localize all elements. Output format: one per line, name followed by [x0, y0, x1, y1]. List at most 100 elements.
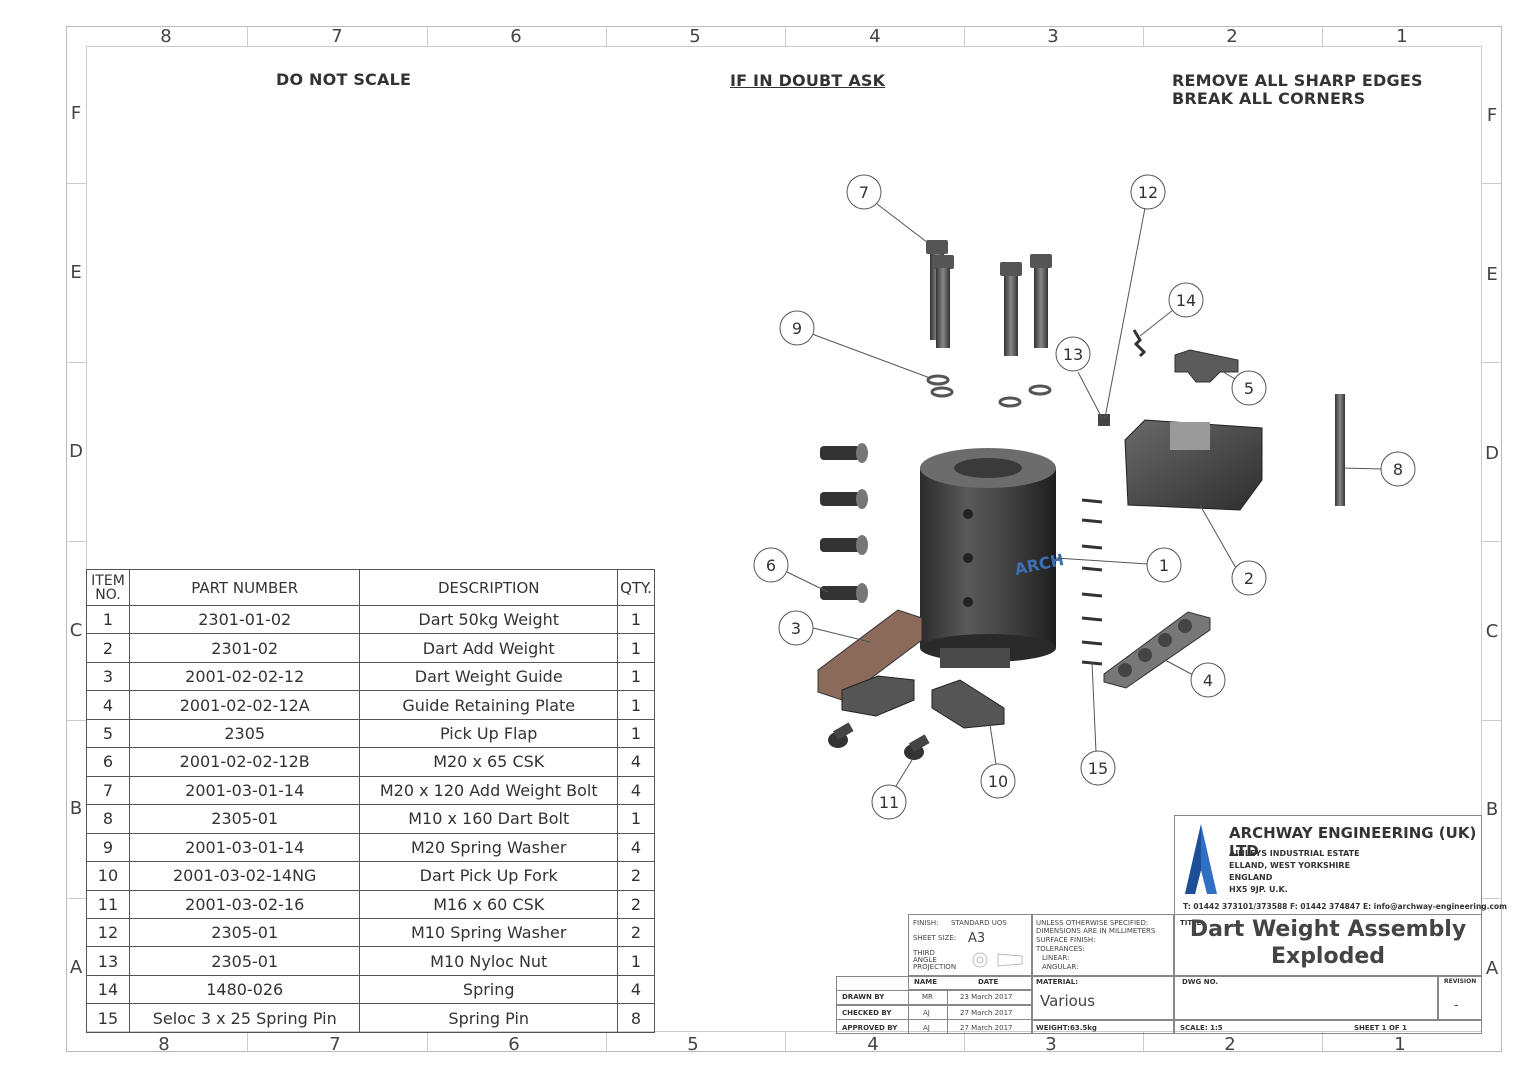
zone-tick — [1482, 362, 1502, 363]
approved-by-name: AJ — [923, 1024, 930, 1032]
bom-qty: 4 — [617, 832, 655, 863]
drawn-by-name: MR — [922, 993, 933, 1001]
bom-qty: 2 — [617, 889, 655, 919]
bom-item-no: 2 — [86, 633, 130, 663]
part-10-pick-up-forks — [841, 675, 1005, 729]
company-address-line: HX5 9JP. U.K. — [1229, 885, 1288, 894]
zone-col-3-bottom: 3 — [1045, 1034, 1057, 1055]
balloon-13-label: 13 — [1063, 345, 1083, 364]
zone-row-f-right: F — [1486, 105, 1498, 126]
bom-item-no: 5 — [86, 718, 130, 749]
bom-part-number: 2001-03-02-14NG — [128, 861, 361, 891]
projection-line-2: ANGLE — [913, 956, 937, 964]
zone-tick — [66, 720, 86, 721]
bom-item-no: 15 — [86, 1003, 130, 1033]
projection-line-1: THIRD — [913, 949, 935, 957]
zone-tick — [606, 26, 607, 46]
spec-line: SURFACE FINISH: — [1036, 936, 1096, 944]
material-label: MATERIAL: — [1036, 978, 1079, 986]
part-3-dart-weight-guide — [817, 609, 923, 701]
dwg-no-cell — [1174, 976, 1438, 1020]
zone-row-d-left: D — [69, 441, 83, 462]
balloon-1: 1 — [1146, 547, 1182, 583]
approved-by-date: 27 March 2017 — [960, 1024, 1013, 1032]
company-address-line: ELLAND, WEST YORKSHIRE — [1229, 861, 1351, 870]
drawing-title-line-1: Dart Weight Assembly — [1189, 917, 1467, 942]
part-8-dart-bolt — [1335, 394, 1345, 506]
spec-line: UNLESS OTHERWISE SPECIFIED: — [1036, 919, 1149, 927]
balloon-2-label: 2 — [1244, 569, 1254, 588]
bom-item-no: 6 — [86, 747, 130, 777]
bom-header-item-line-2: NO. — [95, 586, 121, 603]
zone-tick — [66, 183, 86, 184]
balloon-1-label: 1 — [1159, 556, 1169, 575]
name-header: NAME — [914, 978, 938, 986]
balloon-6-label: 6 — [766, 556, 776, 575]
bom-part-number: 2001-02-02-12A — [128, 690, 361, 720]
bom-description: M10 Nyloc Nut — [359, 946, 618, 976]
spec-line: LINEAR: — [1042, 954, 1070, 962]
zone-row-f-left: F — [70, 103, 82, 124]
spec-line: TOLERANCES: — [1036, 945, 1085, 953]
part-5-pick-up-flap — [1174, 349, 1239, 383]
zone-col-2-bottom: 2 — [1224, 1034, 1236, 1055]
bom-item-no: 8 — [86, 804, 130, 834]
part-1-dart-weight: ARCH — [920, 448, 1066, 668]
balloon-leader-lines — [786, 203, 1383, 787]
zone-tick — [1482, 541, 1502, 542]
part-7-add-weight-bolts — [926, 240, 1052, 356]
bom-part-number: 2001-03-01-14 — [128, 775, 361, 806]
balloon-6: 6 — [753, 547, 789, 583]
part-4-guide-retaining-plate — [1103, 611, 1211, 689]
balloon-7-label: 7 — [859, 183, 869, 202]
checked-row — [836, 1005, 1032, 1020]
bom-header-item-line-1: ITEM — [91, 572, 125, 589]
balloon-12: 12 — [1130, 174, 1166, 210]
balloon-12-label: 12 — [1138, 183, 1158, 202]
approved-by-label: APPROVED BY — [842, 1024, 898, 1032]
bom-part-number: Seloc 3 x 25 Spring Pin — [128, 1003, 361, 1033]
scale-label: SCALE: 1:5 — [1180, 1024, 1223, 1032]
zone-col-4-top: 4 — [869, 26, 881, 47]
bom-qty: 1 — [617, 604, 655, 635]
bom-qty: 1 — [617, 661, 655, 692]
zone-row-a-left: A — [69, 957, 83, 978]
bom-item-no: 4 — [86, 690, 130, 720]
balloon-9-label: 9 — [792, 319, 802, 338]
spec-cell — [1032, 914, 1174, 976]
part-13-nyloc-nut — [1098, 414, 1110, 426]
drawn-by-label: DRAWN BY — [842, 993, 885, 1001]
sheet-label: SHEET 1 OF 1 — [1354, 1024, 1408, 1032]
bom-qty: 2 — [617, 917, 655, 948]
drawn-by-date: 23 March 2017 — [960, 993, 1013, 1001]
balloon-10-label: 10 — [988, 772, 1008, 791]
zone-col-5-top: 5 — [689, 26, 701, 47]
note-do-not-scale: DO NOT SCALE — [276, 70, 412, 89]
bom-description: M20 x 65 CSK — [359, 747, 618, 777]
drawing-title: Dart Weight Assembly Exploded — [1176, 916, 1480, 970]
bom-description: M10 Spring Washer — [359, 917, 618, 948]
zone-row-b-right: B — [1485, 799, 1499, 820]
checked-by-name: AJ — [923, 1009, 930, 1017]
zone-col-7-top: 7 — [331, 26, 343, 47]
balloon-15: 15 — [1080, 750, 1116, 786]
bom-qty: 1 — [617, 718, 655, 749]
balloon-11: 11 — [871, 784, 907, 820]
dwg-no-label: DWG NO. — [1182, 978, 1219, 986]
zone-tick — [247, 26, 248, 46]
zone-tick — [1482, 183, 1502, 184]
zone-tick — [785, 26, 786, 46]
bom-header-part-number: PART NUMBER — [128, 569, 361, 606]
zone-tick — [1143, 1032, 1144, 1052]
balloon-15-label: 15 — [1088, 759, 1108, 778]
zone-col-5-bottom: 5 — [687, 1034, 699, 1055]
zone-col-1-top: 1 — [1396, 26, 1408, 47]
balloon-13: 13 — [1055, 336, 1091, 372]
